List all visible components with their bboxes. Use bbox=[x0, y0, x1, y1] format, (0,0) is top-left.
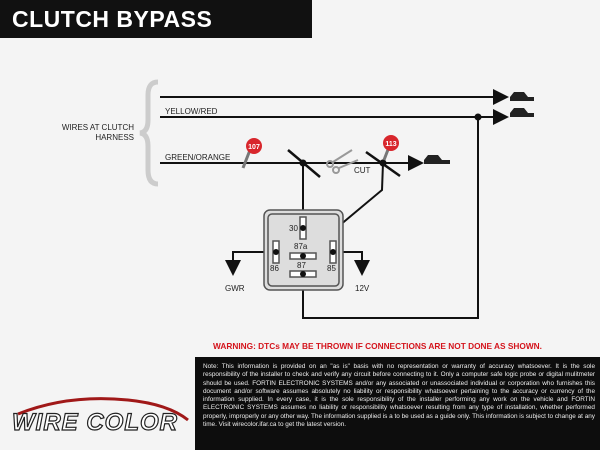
label-yellow-red: YELLOW/RED bbox=[165, 107, 218, 116]
warning-text: WARNING: DTCs MAY BE THROWN IF CONNECTIO… bbox=[213, 341, 542, 351]
badge-113 bbox=[382, 135, 399, 161]
wirecolor-logo: WIRE COLOR bbox=[11, 397, 189, 437]
label-cut: CUT bbox=[354, 166, 371, 175]
wire-86 bbox=[225, 251, 276, 276]
harness-label: WIRES AT CLUTCH HARNESS bbox=[61, 123, 134, 142]
pin-87a-label: 87a bbox=[294, 242, 308, 251]
disclaimer-note: Note: This information is provided on an… bbox=[195, 357, 600, 450]
svg-text:WIRE COLOR: WIRE COLOR bbox=[12, 409, 178, 436]
pin-30-label: 30 bbox=[289, 224, 298, 233]
label-gwr: GWR bbox=[225, 284, 245, 293]
badge-113-label: 113 bbox=[385, 141, 396, 148]
pin-86-label: 86 bbox=[270, 264, 279, 273]
wire-87 bbox=[302, 117, 479, 319]
scissors-icon bbox=[326, 149, 359, 174]
badge-107-label: 107 bbox=[248, 144, 260, 151]
harness-bracket bbox=[139, 79, 159, 187]
label-12v: 12V bbox=[355, 284, 370, 293]
pin-87-label: 87 bbox=[297, 261, 306, 270]
header-bar: CLUTCH BYPASS bbox=[0, 0, 312, 38]
page-title: CLUTCH BYPASS bbox=[12, 6, 213, 32]
pin-85-label: 85 bbox=[327, 264, 336, 273]
label-green-orange: GREEN/ORANGE bbox=[165, 153, 230, 162]
badge-107 bbox=[241, 138, 262, 169]
car-icon bbox=[424, 92, 534, 164]
